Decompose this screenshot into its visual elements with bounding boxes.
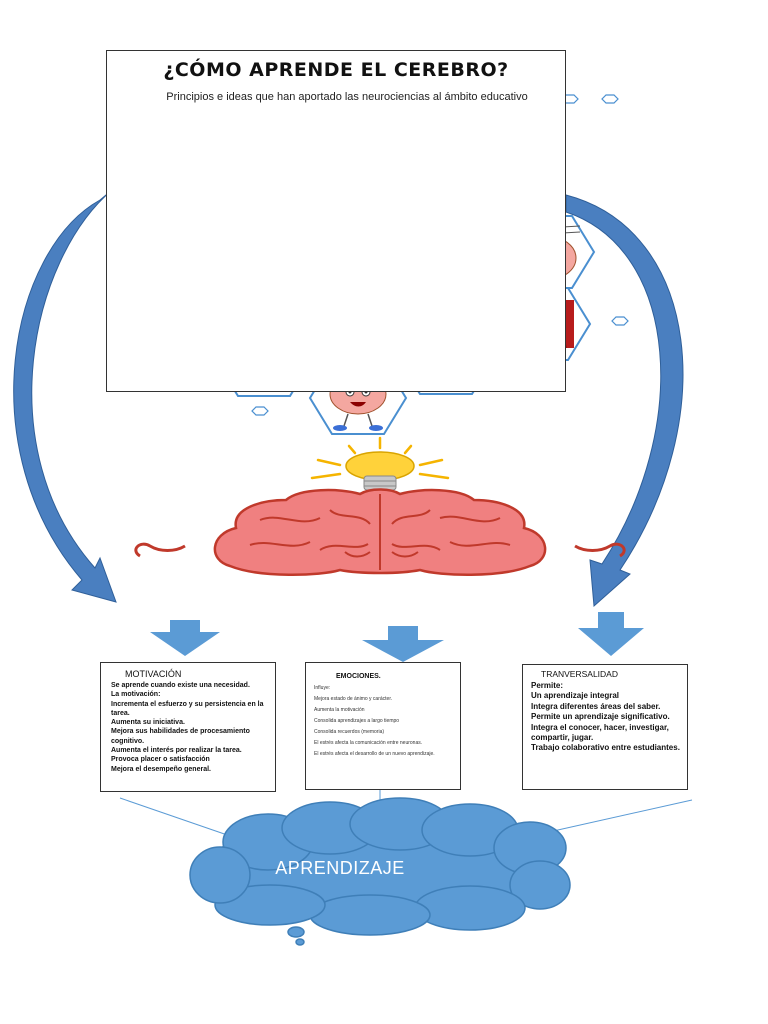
page-title: ¿CÓMO APRENDE EL CEREBRO? xyxy=(163,59,509,81)
list-item: Incrementa el esfuerzo y su persistencia… xyxy=(111,700,264,717)
list-item: Aumenta la motivación xyxy=(314,707,365,713)
list-item: Trabajo colaborativo entre estudiantes. xyxy=(531,743,680,753)
list-item: Permite un aprendizaje significativo. xyxy=(531,712,670,722)
list-item: La motivación: xyxy=(111,691,161,699)
hex-text-seres-unicos: Somos seres únicos e irrepetibles xyxy=(228,276,278,306)
transversalidad-list: Permite: Un aprendizaje integral Integra… xyxy=(531,681,681,754)
down-arrow-center xyxy=(362,626,444,662)
emociones-list: Influye: Mejora estado de ánimo y caráct… xyxy=(314,683,456,760)
list-item: Aumenta su iniciativa. xyxy=(111,719,185,727)
list-item: Aumenta el interés por realizar la tarea… xyxy=(111,747,242,755)
list-item: Se aprende cuando existe una necesidad. xyxy=(111,682,250,689)
list-item: Consolida aprendizajes a largo tiempo xyxy=(314,718,400,724)
motivacion-list: Se aprende cuando existe una necesidad. … xyxy=(111,681,269,774)
page-subtitle: Principios e ideas que han aportado las … xyxy=(166,91,528,103)
list-item: El estrés afecta la comunicación entre n… xyxy=(314,740,423,746)
hex-text-ventanas: Ventanas de oportunidad: las tres grande… xyxy=(408,270,484,300)
list-item: Mejora el desempeño general. xyxy=(111,765,211,773)
list-item: Influye: xyxy=(314,685,331,691)
left-curved-arrow xyxy=(13,189,117,603)
emociones-box: EMOCIONES. Influye: Mejora estado de áni… xyxy=(305,662,461,790)
motivacion-title: MOTIVACIÓN xyxy=(125,669,182,679)
list-item: El estrés afecta el desarrollo de un nue… xyxy=(314,751,435,757)
list-item: Provoca placer o satisfacción xyxy=(111,756,210,764)
list-item: Integra el conocer, hacer, investigar, c… xyxy=(531,722,669,743)
list-item: Un aprendizaje integral xyxy=(531,691,620,701)
title-box: ¿CÓMO APRENDE EL CEREBRO? Principios e i… xyxy=(106,50,566,392)
list-item: Mejora sus habilidades de procesamiento … xyxy=(111,728,250,745)
hex-text-cognicion: Cognición y emoción trabajan juntos xyxy=(322,314,388,344)
down-arrow-left xyxy=(150,620,220,656)
hex-text-plasticidad: Nuestro cerebro es moldeable: plasticida… xyxy=(312,164,398,194)
emociones-title: EMOCIONES. xyxy=(336,673,381,680)
aprendizaje-cloud xyxy=(189,797,571,946)
list-item: Permite: xyxy=(531,681,564,690)
list-item: Mejora estado de ánimo y carácter. xyxy=(314,696,393,702)
hex-text-influenciar: Influenciar no significa determinar xyxy=(318,236,392,256)
hex-text-vinculos: Los vínculos y el apego son claves xyxy=(218,196,286,216)
list-item: Integra diferentes áreas del saber. xyxy=(531,701,661,711)
connector-left xyxy=(119,797,237,839)
light-bulb-icon xyxy=(310,436,450,496)
big-brain-illustration xyxy=(134,488,626,577)
list-item: Consolida recuerdos (memoria) xyxy=(314,729,385,735)
right-curved-arrow xyxy=(565,194,684,608)
motivacion-box: MOTIVACIÓN Se aprende cuando existe una … xyxy=(100,662,276,792)
cloud-label: APRENDIZAJE xyxy=(275,858,405,878)
down-arrow-right xyxy=(578,612,644,656)
hex-text-estres: El enemigo número uno de nuestro cerebro… xyxy=(409,194,483,224)
connector-right xyxy=(539,799,693,835)
transversalidad-box: TRANVERSALIDAD Permite: Un aprendizaje i… xyxy=(522,664,688,790)
transversalidad-title: TRANVERSALIDAD xyxy=(541,669,618,679)
